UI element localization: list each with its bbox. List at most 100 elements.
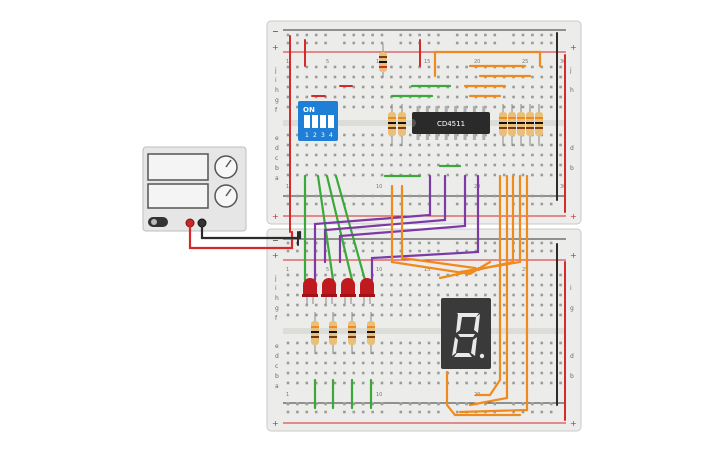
rail-hole <box>324 402 327 406</box>
hole <box>352 273 356 277</box>
ic-cd4511[interactable]: CD4511 <box>412 106 490 140</box>
hole <box>314 273 318 277</box>
segment-resistor-4[interactable] <box>526 104 534 146</box>
hole <box>296 75 299 79</box>
hole <box>531 293 534 297</box>
led-4[interactable] <box>359 278 375 304</box>
hole <box>296 65 299 69</box>
hole <box>286 65 290 69</box>
led-array[interactable] <box>302 278 375 304</box>
rail-hole <box>521 194 525 198</box>
rail-hole <box>286 410 290 414</box>
hole <box>418 273 421 277</box>
hole <box>455 133 459 137</box>
led-resistor-band <box>367 326 375 328</box>
hole <box>540 143 544 147</box>
resistor-r3[interactable] <box>398 104 406 146</box>
hole <box>371 351 374 355</box>
hole <box>531 341 534 345</box>
resistor-r2[interactable] <box>388 104 396 146</box>
hole <box>427 351 431 355</box>
hole <box>521 173 525 177</box>
rail-hole <box>380 33 384 37</box>
ic-notch <box>412 119 416 127</box>
dip-switch[interactable]: ON 1 2 3 4 <box>298 101 338 141</box>
hole <box>446 293 450 297</box>
dip-toggle-1[interactable] <box>304 115 310 128</box>
hole <box>549 173 553 177</box>
led-resistor-4[interactable] <box>367 312 375 354</box>
led-3[interactable] <box>340 278 356 304</box>
rail-hole <box>465 202 468 206</box>
dip-toggle-4[interactable] <box>328 115 334 128</box>
svg-text:a: a <box>275 383 279 390</box>
rail-hole <box>305 410 309 414</box>
hole <box>333 273 337 277</box>
segment-resistor-3[interactable] <box>517 104 525 146</box>
hole <box>502 283 506 287</box>
seven-segment-display[interactable]: 8 <box>0 0 491 369</box>
segment-resistor-1[interactable] <box>499 104 507 146</box>
rail-hole <box>465 41 468 45</box>
hole <box>333 143 337 147</box>
hole <box>296 143 299 147</box>
hole <box>305 163 309 167</box>
rail-hole <box>549 410 553 414</box>
dip-toggle-2[interactable] <box>312 115 318 128</box>
hole <box>493 361 497 365</box>
svg-text:d: d <box>275 145 279 152</box>
hole <box>324 341 327 345</box>
rail-hole <box>371 194 374 198</box>
hole <box>399 351 403 355</box>
hole <box>427 133 431 137</box>
led-resistor-array[interactable] <box>311 312 375 354</box>
led-resistor-1[interactable] <box>311 312 319 354</box>
hole <box>474 75 478 79</box>
hole <box>408 351 412 355</box>
hole <box>512 163 515 167</box>
hole <box>418 283 421 287</box>
hole <box>540 153 544 157</box>
svg-text:15: 15 <box>424 267 430 273</box>
power-supply[interactable] <box>142 146 247 232</box>
hole <box>314 163 318 167</box>
segment-resistor-2[interactable] <box>508 104 516 146</box>
hole <box>418 105 421 109</box>
psu-positive-terminal[interactable] <box>185 218 195 228</box>
svg-text:h: h <box>570 87 574 94</box>
rail-hole <box>408 33 412 37</box>
rail-hole <box>408 41 412 45</box>
dip-toggle-3[interactable] <box>320 115 326 128</box>
hole <box>286 85 290 89</box>
hole <box>305 313 309 317</box>
top-resistors[interactable] <box>379 44 543 146</box>
psu-negative-terminal[interactable] <box>197 218 207 228</box>
hole <box>446 75 450 79</box>
hole <box>549 153 553 157</box>
segment-resistor-5[interactable] <box>535 104 543 146</box>
rail-hole <box>343 402 346 406</box>
ic-pin-top <box>482 106 486 112</box>
led-1[interactable] <box>302 278 318 304</box>
hole <box>343 95 346 99</box>
hole <box>333 75 337 79</box>
led-resistor-2[interactable] <box>329 312 337 354</box>
hole <box>418 351 421 355</box>
segment-resistor-array[interactable] <box>499 104 543 146</box>
resistor-r1[interactable] <box>379 44 387 78</box>
hole <box>418 371 421 375</box>
hole <box>493 313 497 317</box>
hole <box>418 293 421 297</box>
hole <box>465 75 468 79</box>
rail-hole <box>437 202 440 206</box>
rail-hole <box>540 410 544 414</box>
led-2[interactable] <box>321 278 337 304</box>
psu-current-knob-indicator <box>225 188 232 197</box>
rail-hole <box>418 194 421 198</box>
hole <box>502 173 506 177</box>
hole <box>521 303 525 307</box>
hole <box>531 381 534 385</box>
hole <box>314 381 318 385</box>
led-resistor-3[interactable] <box>348 312 356 354</box>
hole <box>455 381 459 385</box>
